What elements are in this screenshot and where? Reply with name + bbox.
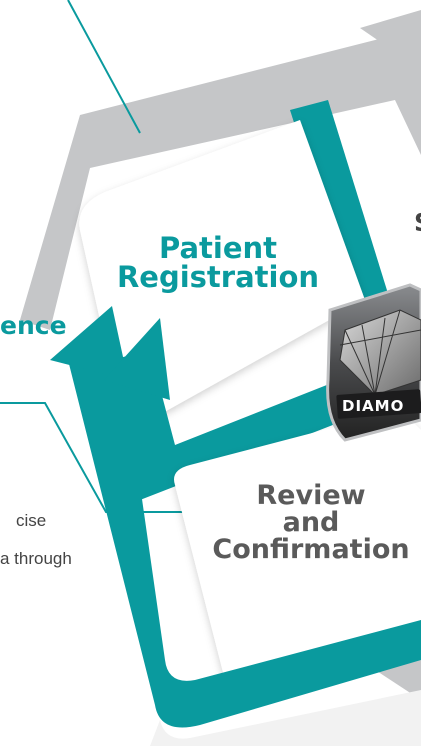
card-review — [174, 410, 421, 692]
label-right-fragment: S — [414, 210, 421, 235]
description-line-1: cise — [16, 511, 47, 530]
label-patient-line-1: Patient — [158, 231, 278, 265]
label-left-fragment: ence — [0, 311, 67, 340]
leader-line-middle — [0, 402, 247, 513]
label-review-line-3: Confirmation — [212, 534, 410, 565]
teal-band-back — [290, 100, 390, 330]
arrow-right-icon — [360, 10, 421, 70]
outer-frame — [150, 690, 421, 746]
badge-text: DIAMO — [342, 397, 405, 415]
diamond-badge-icon — [326, 283, 421, 442]
teal-band-outer — [68, 345, 421, 728]
description-line-2: a through — [0, 549, 72, 568]
arrow-up-icon-inner — [104, 318, 170, 400]
label-patient-line-2: Registration — [116, 260, 320, 294]
label-review-line-1: Review — [256, 480, 366, 511]
leader-line-top — [67, 0, 141, 134]
arrow-up-icon — [50, 306, 128, 380]
label-review-line-2: and — [282, 507, 340, 538]
